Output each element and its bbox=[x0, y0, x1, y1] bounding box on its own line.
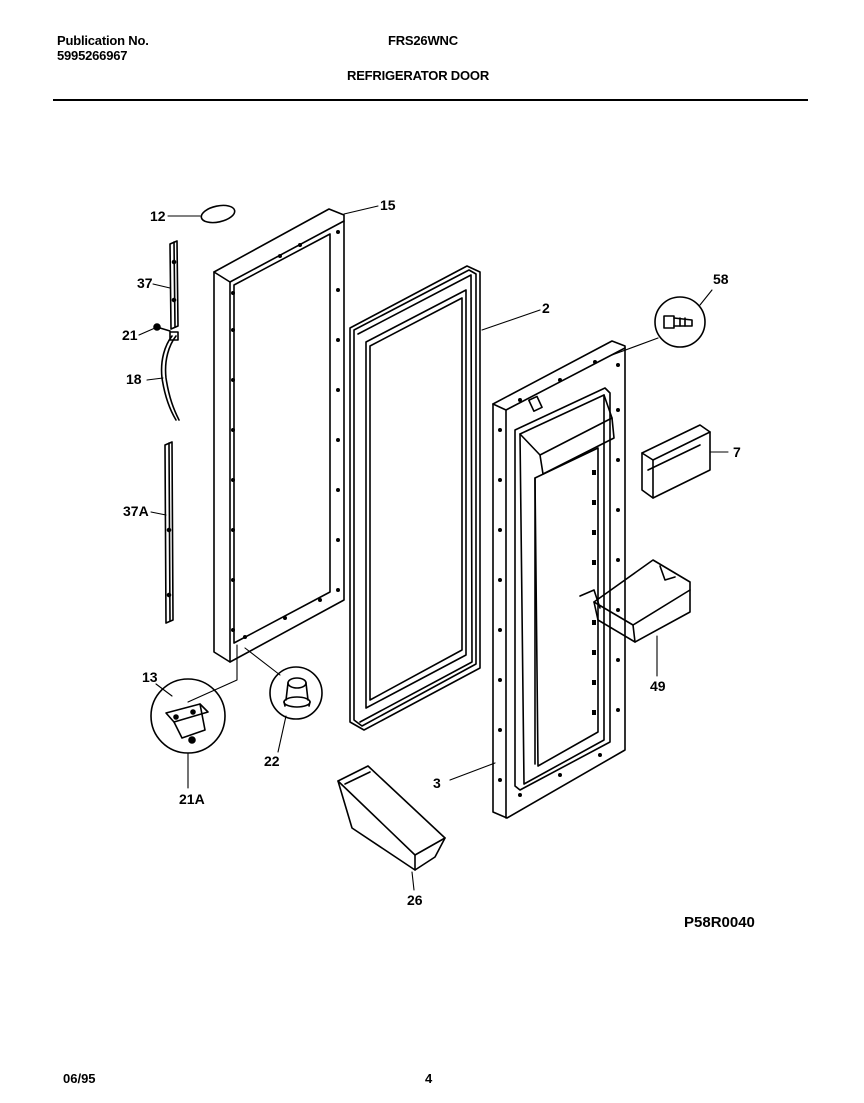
callout-7: 7 bbox=[733, 444, 741, 460]
callout-3: 3 bbox=[433, 775, 441, 791]
part-58-screw bbox=[654, 296, 706, 348]
section-title: REFRIGERATOR DOOR bbox=[347, 68, 490, 83]
callout-21: 21 bbox=[122, 327, 138, 343]
part-22-bushing bbox=[269, 666, 323, 720]
callout-13: 13 bbox=[142, 669, 158, 685]
part-7-cover bbox=[641, 424, 711, 499]
callout-58: 58 bbox=[713, 271, 729, 287]
callout-labels: 12 15 37 21 18 37A 2 58 7 49 13 22 21A 3… bbox=[122, 197, 741, 908]
callout-2: 2 bbox=[542, 300, 550, 316]
part-12-badge bbox=[200, 204, 236, 224]
part-37a-trim bbox=[164, 441, 174, 624]
callout-21a: 21A bbox=[179, 791, 205, 807]
model-number: FRS26WNC bbox=[388, 33, 458, 48]
callout-22: 22 bbox=[264, 753, 280, 769]
part-15-outer-door bbox=[213, 208, 345, 663]
callout-49: 49 bbox=[650, 678, 666, 694]
callout-15: 15 bbox=[380, 197, 396, 213]
publication-label: Publication No. bbox=[57, 33, 149, 48]
leader-lines bbox=[138, 205, 729, 891]
part-26-bin bbox=[337, 765, 446, 871]
part-13-hinge bbox=[150, 678, 226, 754]
part-18-harness bbox=[160, 331, 180, 421]
part-3-door-liner bbox=[492, 340, 626, 819]
callout-37: 37 bbox=[137, 275, 153, 291]
part-2-gasket bbox=[349, 265, 481, 731]
footer-date: 06/95 bbox=[63, 1071, 96, 1086]
page-number: 4 bbox=[425, 1071, 433, 1086]
callout-12: 12 bbox=[150, 208, 166, 224]
callout-37a: 37A bbox=[123, 503, 149, 519]
part-37-trim bbox=[169, 240, 179, 330]
figure-code: P58R0040 bbox=[684, 914, 755, 931]
part-21-screw bbox=[153, 323, 171, 332]
header-rule bbox=[53, 99, 808, 101]
publication-number: 5995266967 bbox=[57, 48, 128, 63]
callout-18: 18 bbox=[126, 371, 142, 387]
part-49-shelf bbox=[579, 559, 691, 643]
callout-26: 26 bbox=[407, 892, 423, 908]
